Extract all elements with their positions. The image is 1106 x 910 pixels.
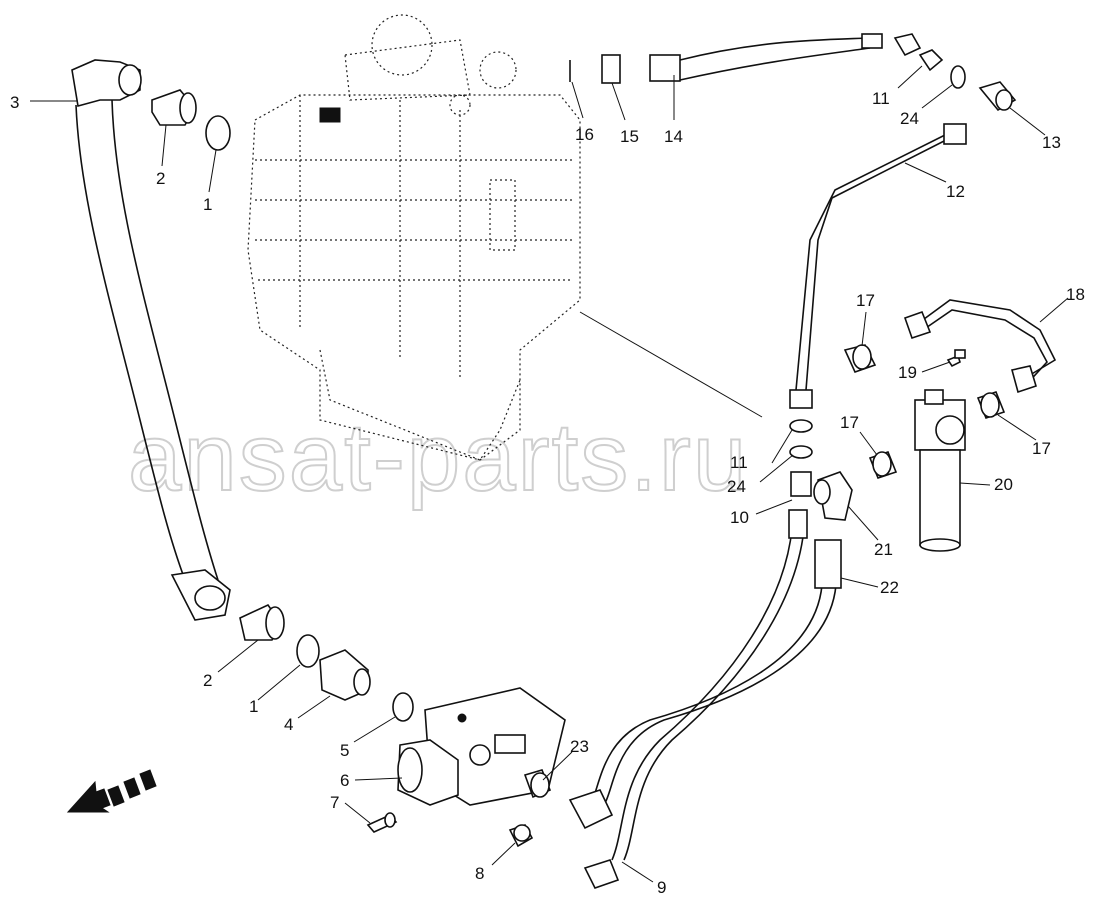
callout-13: 13	[1042, 133, 1061, 152]
direction-arrow-icon	[66, 769, 157, 813]
callout-21: 21	[874, 540, 893, 559]
callout-2-lower: 2	[203, 671, 212, 690]
callout-9: 9	[657, 878, 666, 897]
rigid-pipe	[789, 123, 967, 409]
callout-7: 7	[330, 793, 339, 812]
callout-20: 20	[994, 475, 1013, 494]
filter	[914, 389, 966, 552]
hose-clamp-upper	[151, 89, 197, 126]
callout-24-upper: 24	[900, 109, 919, 128]
leader-lines	[30, 65, 1069, 883]
washer-upper	[789, 419, 813, 433]
hydraulic-pump	[397, 687, 566, 806]
pressure-hose	[583, 509, 808, 889]
fitting-upper	[843, 344, 877, 373]
callout-1-upper: 1	[203, 195, 212, 214]
small-bolt	[946, 349, 966, 368]
callout-19: 19	[898, 363, 917, 382]
plug	[508, 824, 534, 848]
top-hose	[649, 33, 922, 82]
bolt	[366, 812, 398, 833]
callout-labels: 3 2 1 2 1 4 5 6 7 8 9 10 11 24 12 13 14 …	[10, 89, 1085, 897]
washer	[950, 65, 966, 89]
callout-5: 5	[340, 741, 349, 760]
callout-10: 10	[730, 508, 749, 527]
straight-fitting	[790, 471, 812, 497]
fitting-right	[976, 391, 1006, 419]
fitting-middle	[868, 451, 898, 479]
elbow-fitting	[813, 471, 853, 521]
sleeve	[601, 54, 621, 84]
callout-12: 12	[946, 182, 965, 201]
callout-14: 14	[664, 127, 683, 146]
o-ring-lower	[296, 634, 320, 668]
callout-23: 23	[570, 737, 589, 756]
tank-unit-outline	[247, 14, 581, 461]
callout-11-lower: 11	[730, 453, 748, 472]
bent-pipe	[903, 299, 1057, 394]
callout-8: 8	[475, 864, 484, 883]
callout-3: 3	[10, 93, 19, 112]
hose-clamp-lower	[239, 603, 285, 641]
callout-22: 22	[880, 578, 899, 597]
callout-17-upper: 17	[856, 291, 875, 310]
callout-1-lower: 1	[249, 697, 258, 716]
watermark: ansat-parts.ru	[128, 404, 748, 511]
suction-hose	[71, 59, 231, 621]
callout-24-lower: 24	[727, 477, 746, 496]
callout-2-upper: 2	[156, 169, 165, 188]
callout-11-upper: 11	[872, 89, 890, 108]
nut	[918, 49, 944, 72]
adapter-fitting	[319, 649, 371, 701]
callout-17-middle: 17	[840, 413, 859, 432]
o-ring-pump	[392, 692, 414, 722]
o-ring-upper	[205, 115, 231, 151]
banjo-fitting	[978, 81, 1017, 112]
callout-16: 16	[575, 125, 594, 144]
callout-18: 18	[1066, 285, 1085, 304]
callout-15: 15	[620, 127, 639, 146]
callout-4: 4	[284, 715, 293, 734]
return-hose	[568, 539, 842, 830]
seal-washer	[789, 445, 813, 459]
callout-17-right: 17	[1032, 439, 1051, 458]
callout-6: 6	[340, 771, 349, 790]
